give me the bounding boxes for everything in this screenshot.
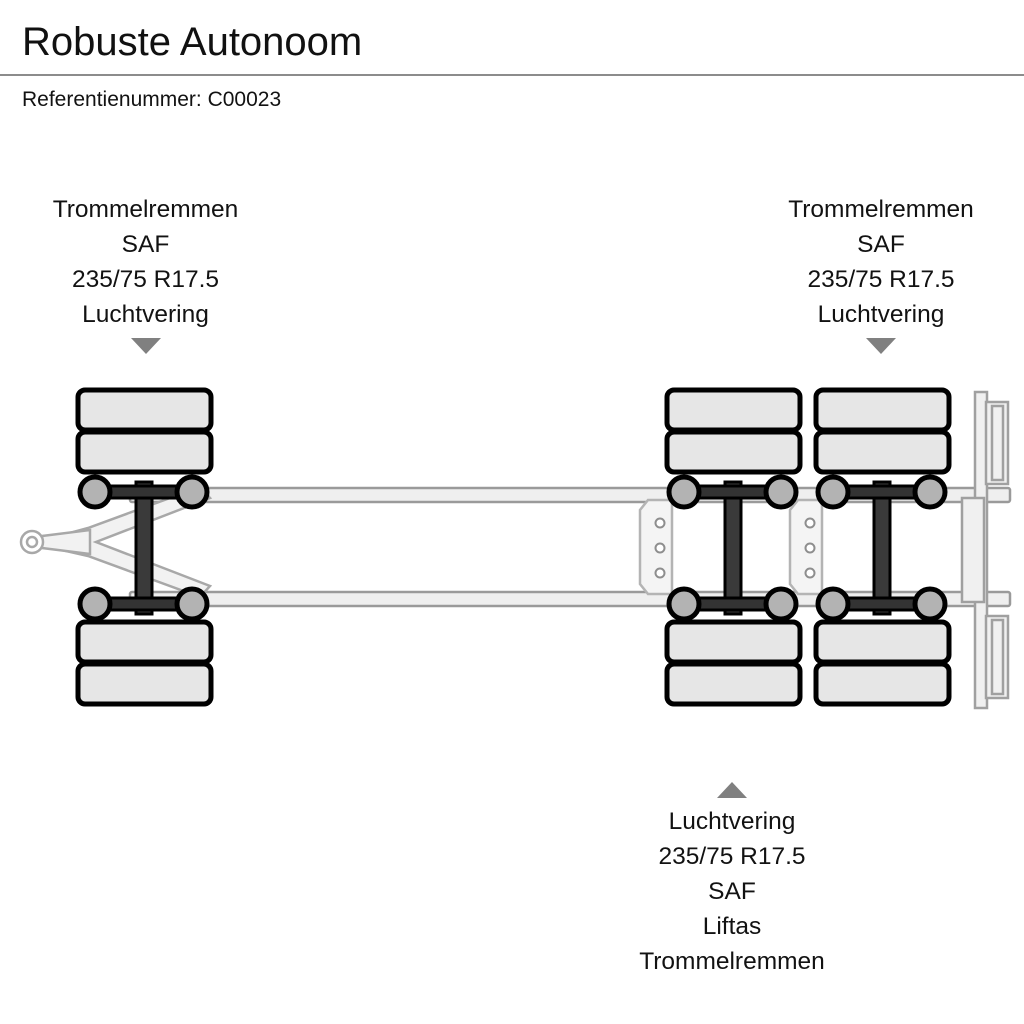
bolt-hole xyxy=(804,542,816,554)
axle-label-bottom-line-4: Liftas xyxy=(702,913,762,940)
axle-label-right-line-1: Trommelremmen xyxy=(788,196,974,223)
page-title: Robuste Autonoom xyxy=(22,20,363,64)
bolt-hole xyxy=(654,542,666,554)
hub-front-right-rear xyxy=(174,586,210,622)
axle-label-left-line-4: Luchtvering xyxy=(82,301,209,328)
hub-front-right xyxy=(174,474,210,510)
hub-rear2-left xyxy=(815,474,851,510)
crossmember-2 xyxy=(788,498,824,596)
tow-eye-inner xyxy=(25,535,39,549)
axle-label-left-line-1: Trommelremmen xyxy=(52,196,239,223)
bolt-hole xyxy=(654,517,666,529)
axle-rear-1-beam xyxy=(723,480,743,616)
axle-front xyxy=(75,387,214,707)
axle-front-beam xyxy=(134,480,154,616)
axle-label-bottom-line-5: Trommelremmen xyxy=(639,948,825,975)
axle-label-right-line-3: 235/75 R17.5 xyxy=(807,266,955,293)
tire-front-left-outer xyxy=(75,387,214,433)
triangle-down-icon xyxy=(130,338,161,354)
triangle-down-icon xyxy=(866,338,896,354)
rear-light-bottom-inner xyxy=(990,618,1005,696)
hub-rear1-right-rear xyxy=(763,586,799,622)
hub-rear2-right-rear xyxy=(912,586,948,622)
hub-rear1-right xyxy=(763,474,799,510)
bolt-hole xyxy=(804,567,816,579)
rear-frame xyxy=(960,390,1010,710)
axle-label-bottom-line-3: SAF xyxy=(708,878,756,905)
tire-front-right-outer xyxy=(75,661,214,707)
axle-rear-2-beam xyxy=(872,480,892,616)
tire-rear1-left-outer xyxy=(664,387,803,433)
bolt-hole xyxy=(804,517,816,529)
tire-rear1-right-inner xyxy=(664,619,803,665)
hub-rear2-left-rear xyxy=(815,586,851,622)
axle-label-left: Trommelremmen SAF 235/75 R17.5 Luchtveri… xyxy=(18,192,273,354)
tire-rear2-right-outer xyxy=(813,661,952,707)
rear-light-top-inner xyxy=(990,404,1005,482)
tire-front-right-inner xyxy=(75,619,214,665)
hub-rear2-right xyxy=(912,474,948,510)
tire-rear2-left-outer xyxy=(813,387,952,433)
tire-front-left-inner xyxy=(75,429,214,475)
header-divider xyxy=(0,74,1024,76)
hub-rear1-left-rear xyxy=(666,586,702,622)
triangle-up-icon xyxy=(717,782,747,798)
axle-label-right-line-4: Luchtvering xyxy=(817,301,945,328)
axle-label-bottom: Luchtvering 235/75 R17.5 SAF Liftas Trom… xyxy=(582,782,882,979)
tire-rear2-right-inner xyxy=(813,619,952,665)
axle-label-right: Trommelremmen SAF 235/75 R17.5 Luchtveri… xyxy=(752,192,1010,354)
rear-center-plate xyxy=(960,496,986,604)
axle-label-right-line-2: SAF xyxy=(857,231,905,258)
axle-rear-1 xyxy=(664,387,803,707)
axle-label-left-line-3: 235/75 R17.5 xyxy=(71,266,220,293)
page-header: Robuste Autonoom Referentienummer: C0002… xyxy=(0,0,1024,112)
axle-label-left-line-2: SAF xyxy=(121,231,170,258)
tire-rear1-right-outer xyxy=(664,661,803,707)
tire-rear2-left-inner xyxy=(813,429,952,475)
axle-label-bottom-line-2: 235/75 R17.5 xyxy=(658,843,806,870)
crossmember-1 xyxy=(638,498,674,596)
axle-label-bottom-line-1: Luchtvering xyxy=(668,808,796,835)
hub-front-left xyxy=(77,474,113,510)
axle-rear-2 xyxy=(813,387,952,707)
trailer-diagram xyxy=(19,387,1012,710)
tire-rear1-left-inner xyxy=(664,429,803,475)
hub-rear1-left xyxy=(666,474,702,510)
reference-number: Referentienummer: C00023 xyxy=(22,88,282,111)
bolt-hole xyxy=(654,567,666,579)
hub-front-left-rear xyxy=(77,586,113,622)
